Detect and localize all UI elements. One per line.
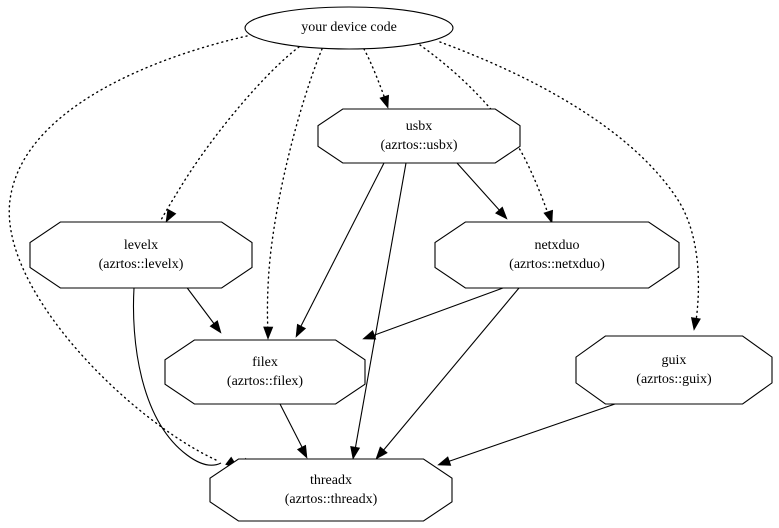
node-shape-octagon [575,335,773,405]
node-shape-octagon [209,458,453,522]
edges-layer [8,35,701,469]
edge-line [132,287,222,466]
arrowhead-icon [350,446,361,460]
arrowhead-icon [295,323,307,338]
node-label-primary: threadx [310,473,352,488]
edge-device-to-usbx [363,48,389,109]
arrowhead-icon [543,209,553,224]
edge-guix-to-threadx [437,403,616,466]
edge-usbx-to-filex [295,162,385,338]
node-label-primary: levelx [124,238,158,253]
edge-device-to-guix [439,41,701,331]
node-netxduo[interactable]: netxduo(azrtos::netxduo) [434,221,680,289]
arrowhead-icon [375,446,388,460]
edge-line [299,162,385,329]
node-label-primary: your device code [301,20,397,35]
node-shape-octagon [164,339,366,405]
node-label-primary: usbx [406,119,432,134]
edge-line [363,48,386,100]
edge-device-to-levelx [160,46,300,223]
edge-device-to-filex [263,48,323,340]
arrowhead-icon [362,330,377,340]
node-filex[interactable]: filex(azrtos::filex) [164,339,366,405]
arrowhead-icon [165,208,177,223]
edge-line [439,41,700,322]
edge-levelx-to-filex [184,284,222,334]
edge-line [456,162,502,213]
node-shape-ellipse [244,6,454,50]
arrowhead-icon [263,326,274,340]
node-label-secondary: (azrtos::guix) [636,372,712,387]
node-threadx[interactable]: threadx(azrtos::threadx) [209,458,453,522]
edge-line [279,403,304,450]
arrowhead-icon [379,94,389,109]
node-levelx[interactable]: levelx(azrtos::levelx) [29,221,253,289]
node-label-primary: filex [252,355,278,370]
arrowhead-icon [495,206,508,220]
edge-line [354,162,407,451]
nodes-layer: your device codeusbx(azrtos::usbx)levelx… [29,6,773,522]
node-label-secondary: (azrtos::threadx) [285,492,378,507]
edge-filex-to-threadx [279,403,308,459]
node-shape-octagon [434,221,680,289]
edge-line [184,284,216,326]
edge-netxduo-to-threadx [375,287,520,460]
node-label-secondary: (azrtos::filex) [227,374,304,389]
edge-line [446,403,616,463]
edge-line [381,287,520,453]
arrowhead-icon [296,444,308,459]
node-label-primary: guix [662,353,687,368]
edge-usbx-to-netxduo [456,162,508,220]
node-label-secondary: (azrtos::usbx) [381,138,458,153]
edge-netxduo-to-filex [362,287,504,340]
node-label-secondary: (azrtos::levelx) [99,257,184,272]
edge-usbx-to-threadx [350,162,407,460]
node-label-secondary: (azrtos::netxduo) [509,257,605,272]
node-guix[interactable]: guix(azrtos::guix) [575,335,773,405]
node-usbx[interactable]: usbx(azrtos::usbx) [317,108,521,164]
node-shape-octagon [317,108,521,164]
arrowhead-icon [209,320,222,334]
node-label-primary: netxduo [534,238,579,253]
edge-line [266,48,323,332]
node-device[interactable]: your device code [244,6,454,50]
node-shape-octagon [29,221,253,289]
arrowhead-icon [437,456,452,466]
edge-line [371,287,504,337]
edge-line [419,44,550,217]
edge-device-to-netxduo [419,44,553,224]
edge-line [8,35,248,461]
edge-line [160,46,300,221]
arrowhead-icon [690,317,701,331]
